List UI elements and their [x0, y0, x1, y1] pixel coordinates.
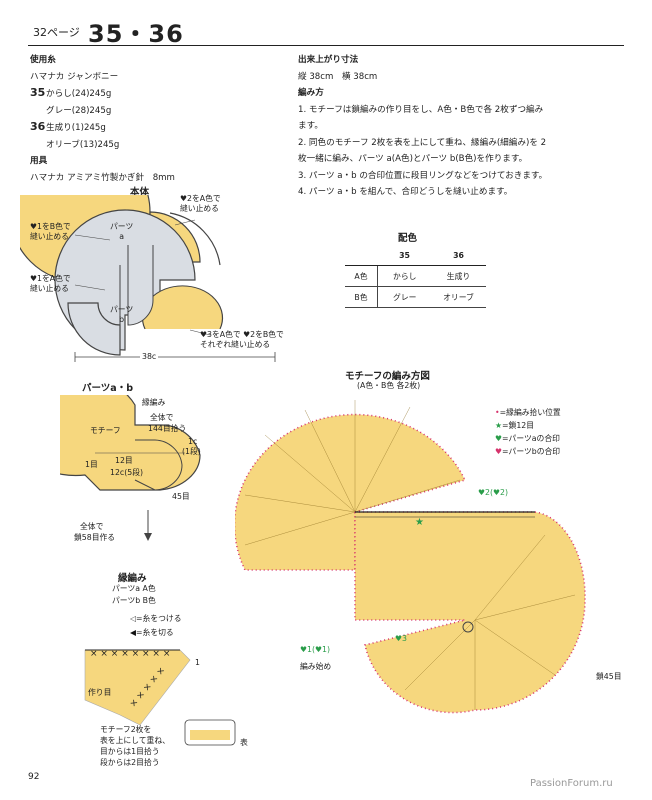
- method-line: 1. モチーフは鎖編みの作り目をし、A色・B色で各 2枚ずつ編み: [298, 104, 544, 115]
- mark-1-label: ♥1(♥1): [300, 645, 330, 654]
- pick-label: 144目拾う: [148, 424, 187, 433]
- svg-text:★: ★: [415, 517, 424, 528]
- yarn-heading: 使用糸: [30, 55, 56, 65]
- method-block: 出来上がり寸法 縦 38cm 横 38cm 編み方 1. モチーフは鎖編みの作り…: [298, 52, 547, 201]
- row1-label: (1段): [182, 447, 201, 456]
- pattern-numbers: 35・36: [88, 20, 184, 48]
- attach-icon: ◁: [130, 614, 136, 623]
- motif-chart-title: モチーフの編み方図: [345, 371, 430, 382]
- width-label: 38c: [140, 352, 159, 362]
- note-bottom-right: ♥3をA色で ♥2をB色でそれぞれ縫い止める: [200, 330, 284, 349]
- one-label: 1: [195, 658, 200, 667]
- edging-title: 縁編み: [118, 573, 147, 584]
- chain58-label: 鎖58目作る: [74, 533, 116, 542]
- edging-part-b: パーツb B色: [112, 596, 156, 605]
- method-line: ます。: [298, 121, 323, 131]
- mark-2-label: ♥2(♥2): [478, 488, 508, 497]
- cut-legend: ◀=糸を切る: [130, 628, 174, 637]
- legend-item-mark-a: ♥=パーツaの合印: [495, 434, 560, 443]
- page-ref: 32ページ: [33, 26, 80, 39]
- chain-total-label: 全体で: [80, 522, 104, 531]
- parts-ab-title: パーツa・b: [82, 383, 134, 394]
- watermark: PassionForum.ru: [530, 778, 613, 789]
- cut-icon: ◀: [130, 628, 136, 637]
- body-diagram-title: 本体: [130, 187, 150, 198]
- start-label: 編み始め: [300, 662, 332, 671]
- edging-diagram: × × × × × × × × × × × × ×: [84, 649, 236, 746]
- method-heading: 編み方: [298, 88, 324, 98]
- tools-heading: 用具: [30, 156, 48, 166]
- c1-label: 1c: [188, 437, 198, 446]
- st45-label: 45目: [172, 492, 190, 501]
- svg-text:× × × × × × × ×: × × × × × × × ×: [90, 649, 170, 659]
- edging-note: モチーフ2枚を表を上にして重ね、目からは1目拾う段からは2目拾う: [100, 725, 170, 767]
- total-label: 全体で: [150, 413, 174, 422]
- edging-part-a: パーツa A色: [112, 584, 156, 593]
- method-line: 3. パーツ a・b の合印位置に段目リングなどをつけておきます。: [298, 170, 548, 181]
- motif-legend: •=縁編み拾い位置 ★=鎖12目 ♥=パーツaの合印 ♥=パーツbの合印: [495, 406, 561, 458]
- note-top-right: ♥2をA色で縫い止める: [180, 194, 221, 213]
- method-line: 4. パーツ a・b を組んで、合印どうしを縫い止めます。: [298, 187, 513, 197]
- c12-label: 12c(5段): [110, 468, 144, 477]
- legend-item-mark-b: ♥=パーツbの合印: [495, 447, 561, 456]
- one-stitch-label: 1目: [85, 460, 98, 469]
- col-36: 36: [431, 245, 486, 266]
- tools-text: ハマナカ アミアミ竹製かぎ針 8mm: [30, 172, 175, 183]
- mark-3-label: ♥3: [395, 634, 407, 643]
- materials-block: 使用糸 ハマナカ ジャンボニー 35からし(24)245g グレー(28)245…: [30, 52, 175, 186]
- edge-label: 縁編み: [142, 398, 166, 407]
- table-row: B色グレーオリーブ: [345, 286, 486, 308]
- yarn-line: オリーブ(13)245g: [46, 139, 120, 150]
- table-row: A色からし生成り: [345, 265, 486, 287]
- method-line: 枚一緒に編み、パーツ a(A色)とパーツ b(B色)を作ります。: [298, 154, 528, 164]
- front-label: 表: [240, 738, 248, 747]
- yarn-line: 36生成り(1)245g: [30, 120, 106, 133]
- attach-legend: ◁=糸をつける: [130, 614, 182, 623]
- start-chain-label: 作り目: [88, 688, 112, 697]
- motif-chart: ★: [235, 400, 586, 714]
- motif-label: モチーフ: [90, 426, 121, 435]
- note-left-1: ♥1をB色で縫い止める: [30, 222, 71, 241]
- finished-size: 縦 38cm 横 38cm: [298, 71, 378, 82]
- parts-ab-diagram: [60, 395, 201, 541]
- body-diagram: [20, 195, 276, 362]
- header-rule: [28, 45, 624, 46]
- finished-heading: 出来上がり寸法: [298, 55, 359, 65]
- motif-chart-subtitle: (A色・B色 各2枚): [357, 381, 421, 390]
- page-number: 92: [28, 772, 40, 782]
- yarn-line: 35からし(24)245g: [30, 86, 112, 99]
- yarn-line: グレー(28)245g: [46, 105, 112, 116]
- col-35: 35: [377, 245, 432, 266]
- color-table-title: 配色: [398, 233, 418, 244]
- yarn-name: ハマナカ ジャンボニー: [30, 71, 119, 82]
- note-left-2: ♥1をA色で縫い止める: [30, 274, 71, 293]
- method-line: 2. 同色のモチーフ 2枚を表を上にして重ね、縁編み(細編み)を 2: [298, 137, 547, 148]
- chain45-label: 鎖45目: [596, 672, 622, 681]
- legend-item-edge-pick: •=縁編み拾い位置: [495, 408, 561, 417]
- stitches12-label: 12目: [115, 456, 133, 465]
- legend-item-chain12: ★=鎖12目: [495, 421, 535, 430]
